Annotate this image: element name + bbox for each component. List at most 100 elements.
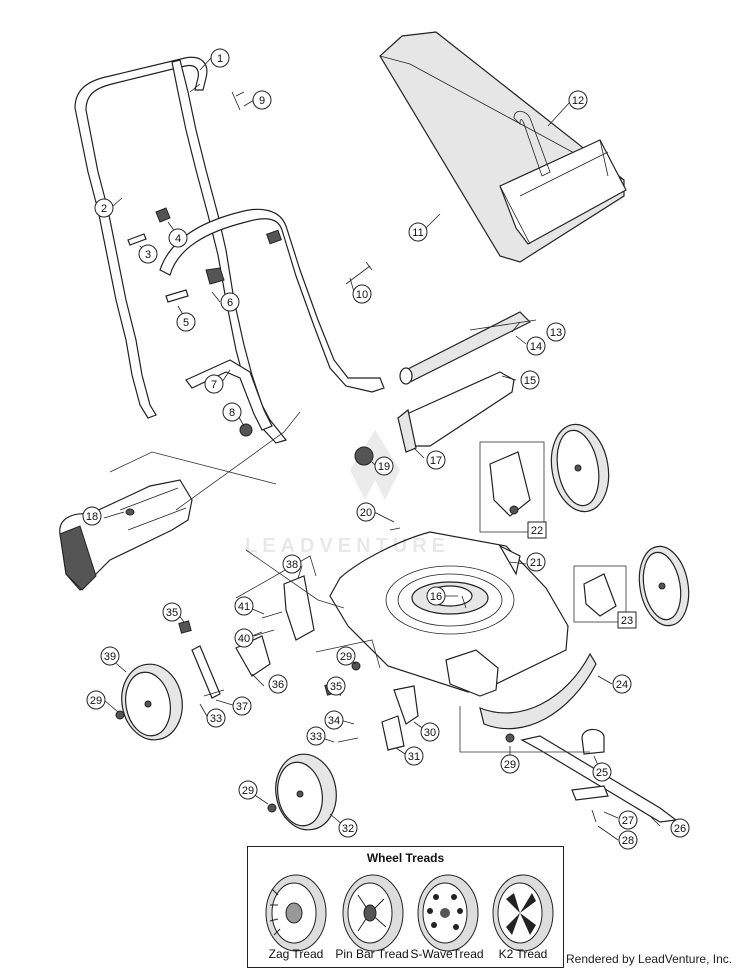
handle-hardware xyxy=(127,91,373,437)
svg-text:1: 1 xyxy=(217,53,223,65)
callout-26: 26 xyxy=(670,818,690,838)
callout-16: 16 xyxy=(426,586,446,606)
callout-21: 21 xyxy=(526,552,546,572)
pin-bar-tread-wheel-icon xyxy=(342,874,404,952)
wheel-rear-left xyxy=(121,663,183,741)
watermark: LEADVENTURE xyxy=(245,535,451,557)
callout-29-d: 29 xyxy=(238,780,258,800)
svg-text:24: 24 xyxy=(616,679,628,691)
svg-text:38: 38 xyxy=(286,559,298,571)
callout-18: 18 xyxy=(82,506,102,526)
callout-5: 5 xyxy=(176,312,196,332)
svg-text:18: 18 xyxy=(86,511,98,523)
svg-text:7: 7 xyxy=(211,379,217,391)
svg-text:12: 12 xyxy=(572,95,584,107)
callout-1: 1 xyxy=(210,48,230,68)
callout-30: 30 xyxy=(420,722,440,742)
svg-text:25: 25 xyxy=(596,767,608,779)
svg-text:29: 29 xyxy=(90,695,102,707)
svg-text:16: 16 xyxy=(430,591,442,603)
callout-13: 13 xyxy=(546,322,566,342)
svg-text:8: 8 xyxy=(229,407,235,419)
s-wave-tread-wheel-icon xyxy=(417,874,479,952)
guide-lines xyxy=(109,411,627,753)
callout-4: 4 xyxy=(168,228,188,248)
wheel-front-left xyxy=(275,753,337,831)
tread-label-k2: K2 Tread xyxy=(498,947,548,961)
svg-text:32: 32 xyxy=(342,823,354,835)
callout-23: 23 xyxy=(617,611,637,629)
svg-text:35: 35 xyxy=(166,607,178,619)
tread-label-pin-bar: Pin Bar Tread xyxy=(335,947,409,961)
svg-text:36: 36 xyxy=(272,679,284,691)
grass-bag xyxy=(379,31,627,263)
callout-35-a: 35 xyxy=(162,602,182,622)
callout-29-b: 29 xyxy=(86,690,106,710)
callout-10: 10 xyxy=(352,284,372,304)
rear-door xyxy=(354,311,537,466)
svg-text:31: 31 xyxy=(408,751,420,763)
callout-34: 34 xyxy=(324,710,344,730)
svg-text:9: 9 xyxy=(259,95,265,107)
callout-27: 27 xyxy=(618,810,638,830)
wheel-front-right xyxy=(638,545,690,627)
svg-text:39: 39 xyxy=(104,651,116,663)
wheel-treads-title: Wheel Treads xyxy=(366,851,445,865)
callout-12: 12 xyxy=(568,90,588,110)
callout-14: 14 xyxy=(526,336,546,356)
svg-text:21: 21 xyxy=(530,557,542,569)
svg-text:33: 33 xyxy=(210,713,222,725)
callout-17: 17 xyxy=(426,450,446,470)
svg-text:19: 19 xyxy=(378,461,390,473)
svg-text:10: 10 xyxy=(356,289,368,301)
svg-text:5: 5 xyxy=(183,317,189,329)
callout-7: 7 xyxy=(204,374,224,394)
deck-baffle xyxy=(479,652,597,730)
svg-text:29: 29 xyxy=(504,759,516,771)
tread-label-zag: Zag Tread xyxy=(268,947,324,961)
callout-8: 8 xyxy=(222,402,242,422)
wheels xyxy=(121,423,690,831)
wheel-treads-panel: Wheel Treads Zag Tread Pin Bar xyxy=(247,846,564,968)
callout-19: 19 xyxy=(374,456,394,476)
svg-text:6: 6 xyxy=(227,297,233,309)
zag-tread-wheel-icon xyxy=(265,874,327,952)
callout-25: 25 xyxy=(592,762,612,782)
render-credit: Rendered by LeadVenture, Inc. xyxy=(566,952,733,966)
svg-text:3: 3 xyxy=(145,249,151,261)
mower-deck xyxy=(329,531,569,697)
svg-text:34: 34 xyxy=(328,715,340,727)
callout-29-a: 29 xyxy=(336,646,356,666)
k2-tread-wheel-icon xyxy=(492,874,554,952)
leader-lines xyxy=(103,57,661,841)
svg-text:41: 41 xyxy=(238,601,250,613)
svg-text:14: 14 xyxy=(530,341,542,353)
callout-6: 6 xyxy=(220,292,240,312)
callout-24: 24 xyxy=(612,674,632,694)
svg-text:23: 23 xyxy=(621,615,633,627)
callout-2: 2 xyxy=(94,198,114,218)
svg-text:26: 26 xyxy=(674,823,686,835)
svg-text:40: 40 xyxy=(238,633,250,645)
callout-33-b: 33 xyxy=(306,726,326,746)
callout-32: 32 xyxy=(338,818,358,838)
svg-text:11: 11 xyxy=(412,227,423,239)
height-adjusters xyxy=(191,451,617,751)
callout-31: 31 xyxy=(404,746,424,766)
svg-text:17: 17 xyxy=(430,455,442,467)
callout-33-a: 33 xyxy=(206,708,226,728)
callout-9: 9 xyxy=(252,90,272,110)
callout-36: 36 xyxy=(268,674,288,694)
svg-text:30: 30 xyxy=(424,727,436,739)
svg-text:27: 27 xyxy=(622,815,634,827)
svg-text:29: 29 xyxy=(242,785,254,797)
svg-text:13: 13 xyxy=(550,327,562,339)
callout-29-c: 29 xyxy=(500,754,520,774)
callout-28: 28 xyxy=(618,830,638,850)
svg-text:20: 20 xyxy=(360,507,372,519)
tread-illustrations xyxy=(265,874,554,952)
wheel-rear-right xyxy=(550,423,610,513)
mulch-plug xyxy=(59,479,193,591)
svg-text:2: 2 xyxy=(101,203,107,215)
